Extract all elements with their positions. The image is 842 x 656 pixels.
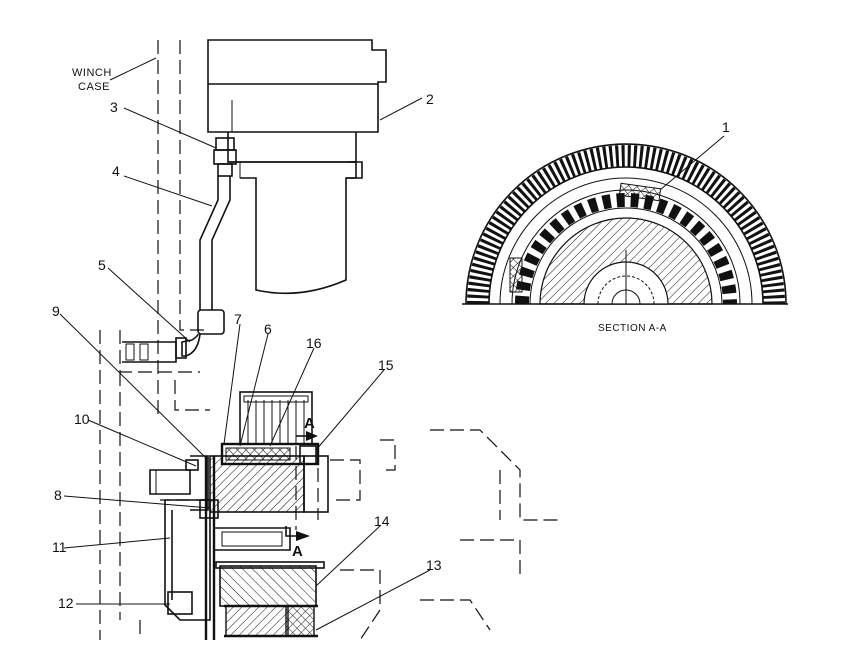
callout-5: 5	[98, 257, 106, 273]
section-marker-top: A	[304, 415, 315, 432]
callout-15: 15	[378, 357, 394, 373]
callout-14: 14	[374, 513, 390, 529]
winch-case-label-line1: WINCH	[72, 67, 112, 79]
hydraulic-motor	[207, 39, 387, 295]
callout-11: 11	[52, 539, 67, 555]
callout-13: 13	[426, 557, 442, 573]
section-markers: A A	[285, 415, 318, 560]
winch-case-outline	[99, 40, 560, 641]
section-marker-bottom: A	[292, 543, 303, 560]
callout-16: 16	[306, 335, 322, 351]
callout-1: 1	[722, 119, 730, 135]
hose-assembly	[175, 137, 237, 359]
callout-7: 7	[234, 311, 242, 327]
callout-9: 9	[52, 303, 60, 319]
section-caption: SECTION A-A	[598, 323, 667, 334]
callout-6: 6	[264, 321, 272, 337]
callout-4: 4	[112, 163, 120, 179]
callout-numbers: 1 2 3 4 5 6 7 8 9 10 11 12 13 14 15 16	[52, 91, 730, 611]
callout-3: 3	[110, 99, 118, 115]
winch-case-leader	[109, 57, 157, 81]
callout-10: 10	[74, 411, 90, 427]
leader-lines	[59, 97, 725, 631]
callout-12: 12	[58, 595, 74, 611]
callout-8: 8	[54, 487, 62, 503]
section-aa-view	[462, 143, 788, 305]
left-housing	[122, 341, 211, 621]
winch-case-label-line2: CASE	[78, 81, 110, 93]
callout-2: 2	[426, 91, 434, 107]
brake-assembly	[199, 391, 329, 640]
